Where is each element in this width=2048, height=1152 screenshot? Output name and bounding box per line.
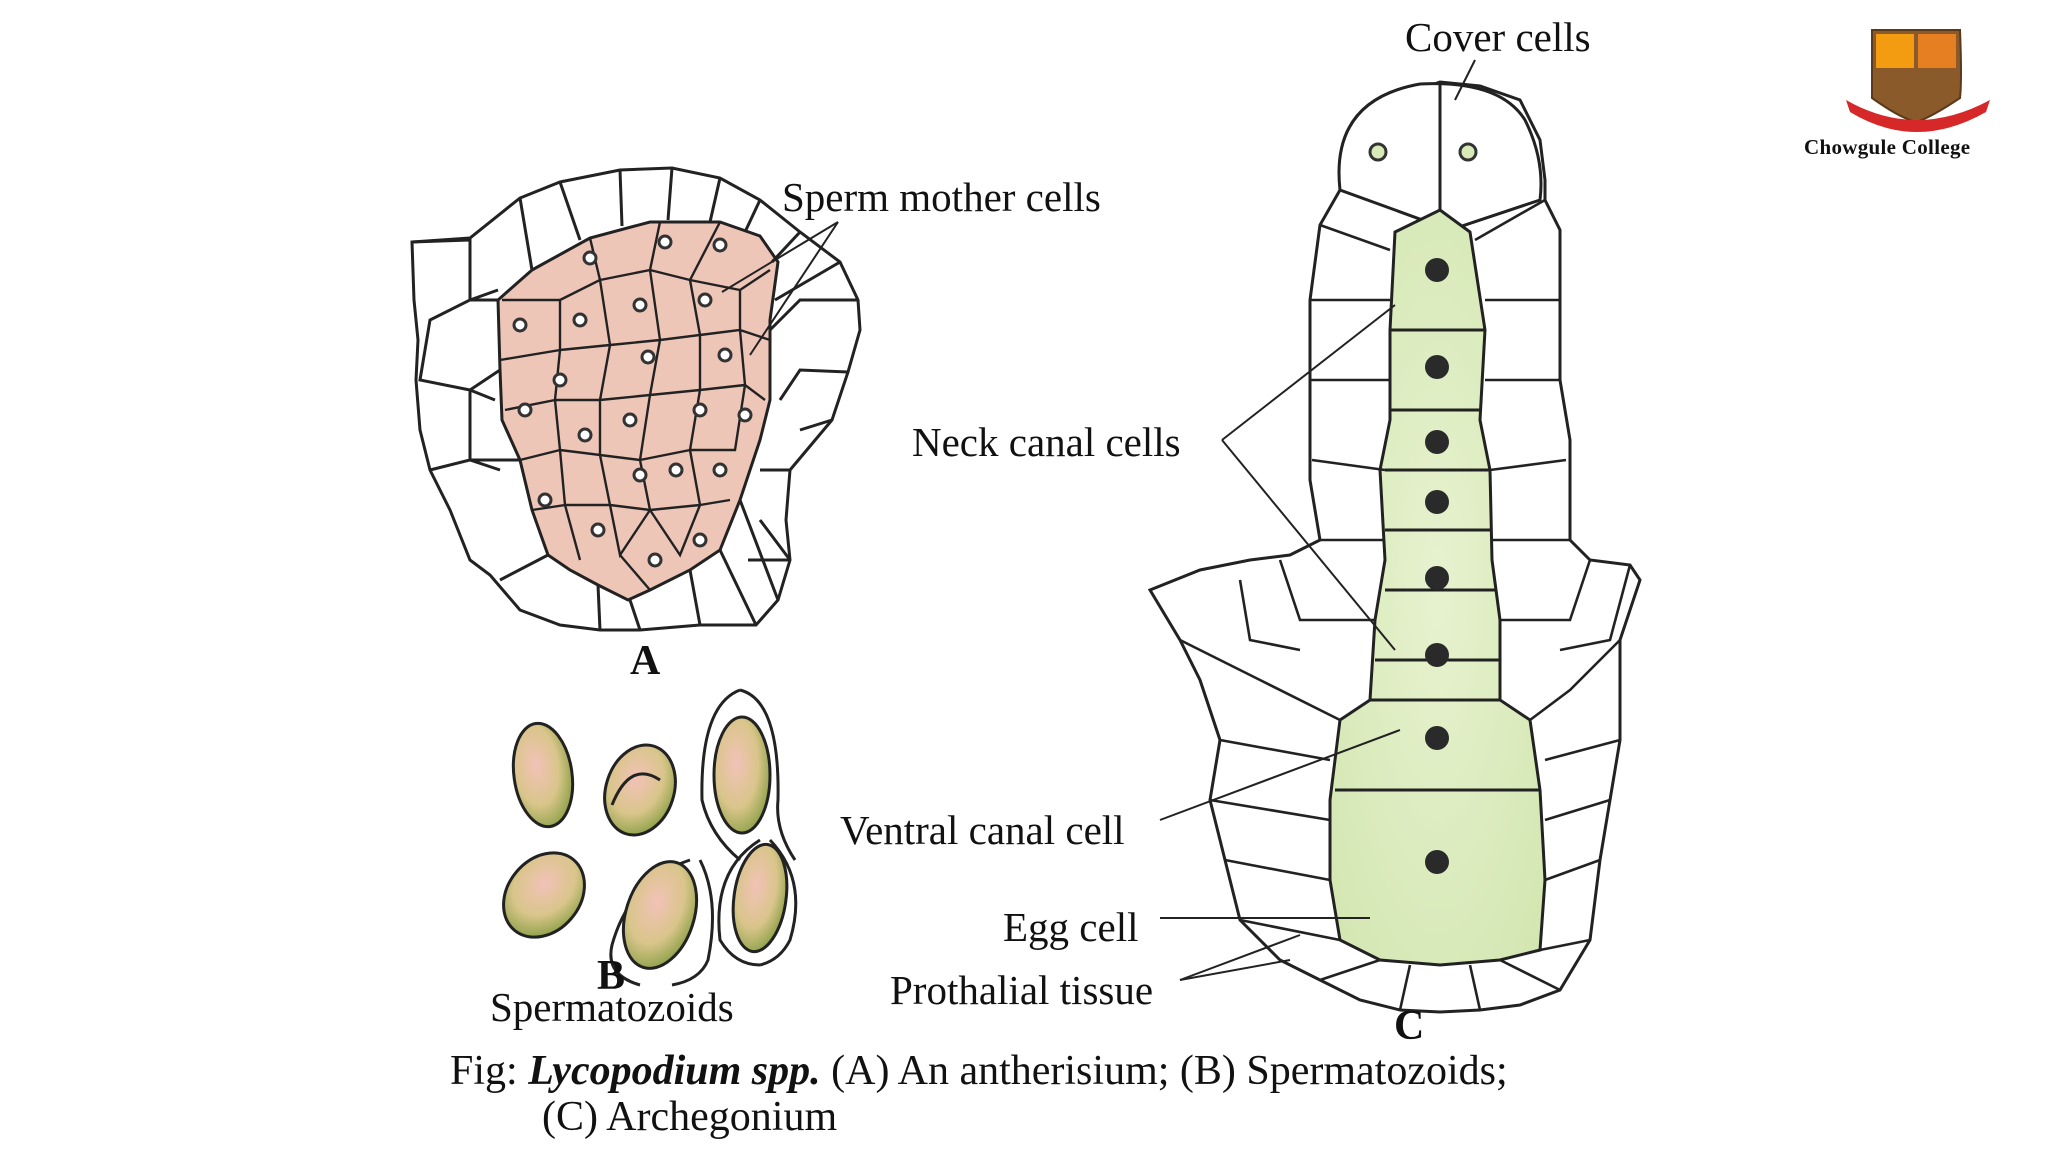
- cover-cell-nucleus-right: [1458, 142, 1478, 162]
- spermatozoid-1: [511, 721, 575, 829]
- spermatozoid-6-sheath: [717, 838, 798, 967]
- panel-letter-c: C: [1394, 1003, 1425, 1049]
- caption-species: Lycopodium spp.: [528, 1048, 821, 1094]
- antheridium-side-tissue-right: [748, 298, 858, 562]
- figure-caption: Fig: Lycopodium spp. (A) An antherisium;…: [450, 1048, 1508, 1140]
- caption-line2: (C) Archegonium: [542, 1094, 838, 1140]
- neck-canal-cells-pointer-1: [1221, 304, 1396, 441]
- spermatozoid-3: [712, 715, 772, 835]
- panel-letter-b: B: [597, 953, 626, 999]
- spermatozoid-4: [502, 851, 586, 939]
- spermatozoid-5: [621, 860, 699, 970]
- sperm-mother-cells-pointer-2: [749, 221, 839, 356]
- label-sperm-mother-cells: Sperm mother cells: [782, 174, 1101, 220]
- label-cover-cells: Cover cells: [1405, 14, 1591, 60]
- spermatozoid-2-flagellum: [610, 772, 661, 806]
- prothalial-tissue-pointer-1: [1179, 934, 1301, 981]
- logo-shield-quarter-1: [1876, 34, 1914, 68]
- label-egg-cell: Egg cell: [1003, 904, 1139, 950]
- label-spermatozoids: Spermatozoids: [490, 984, 734, 1030]
- prothalial-tissue-pointer-2: [1179, 959, 1291, 981]
- neck-canal-cells-pointer-2: [1221, 439, 1396, 651]
- sperm-mother-cell-nuclei: [512, 234, 753, 568]
- antheridium-figure: [410, 166, 862, 632]
- caption-prefix: Fig:: [450, 1048, 529, 1094]
- logo-shield-quarter-2: [1918, 34, 1956, 68]
- sperm-mother-cell-walls: [499, 221, 771, 591]
- archegonium-figure: [1147, 59, 1642, 1014]
- logo-text: Chowgule College: [1804, 135, 1971, 159]
- label-neck-canal-cells: Neck canal cells: [912, 419, 1181, 465]
- spermatozoid-3-sheath: [700, 688, 797, 862]
- spermatozoids-figure: [502, 688, 798, 987]
- label-prothalial-tissue: Prothalial tissue: [890, 967, 1154, 1013]
- ventral-canal-cell-pointer: [1159, 729, 1401, 821]
- cover-cells-pointer: [1454, 59, 1476, 101]
- canal-cell-nuclei: [1425, 258, 1449, 874]
- prothalial-tissue-cell-walls: [1179, 198, 1632, 1011]
- cover-cell-nucleus-left: [1368, 142, 1388, 162]
- label-ventral-canal-cell: Ventral canal cell: [840, 807, 1125, 853]
- antheridium-side-tissue-left: [411, 238, 501, 472]
- spermatozoid-2: [603, 743, 677, 837]
- sperm-mother-cells-pointer-1: [721, 221, 839, 293]
- college-logo: [1846, 29, 1990, 132]
- caption-line1-rest: (A) An antherisium; (B) Spermatozoids;: [820, 1048, 1508, 1094]
- jacket-cell-walls: [469, 167, 841, 631]
- panel-letter-a: A: [630, 638, 661, 684]
- logo-ribbon-icon: [1846, 100, 1990, 132]
- spermatozoid-6: [731, 842, 789, 954]
